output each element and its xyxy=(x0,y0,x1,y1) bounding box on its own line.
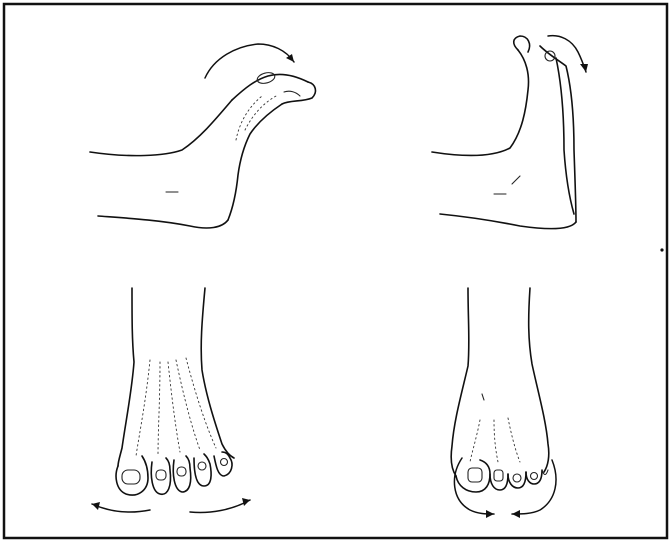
toe-3-nail xyxy=(177,467,186,476)
toe-2-nail xyxy=(156,470,166,480)
dorsum-mark xyxy=(482,394,484,400)
big-toe xyxy=(116,456,148,495)
curved-arrow-down xyxy=(548,36,586,72)
arrow-head-3 xyxy=(92,502,100,510)
toe-2-curl-nail xyxy=(494,470,503,481)
tendon-5 xyxy=(186,358,216,448)
toe-hook xyxy=(514,36,530,52)
toe-5 xyxy=(214,452,232,476)
tendon-2 xyxy=(158,362,160,456)
ankle-mark-2 xyxy=(512,176,520,184)
arrow-spread-right xyxy=(190,500,250,513)
tendon-1 xyxy=(136,360,150,456)
toe-3-curl-nail xyxy=(513,474,521,482)
arrow-head-4 xyxy=(242,498,250,506)
toe-3 xyxy=(173,456,190,492)
figure-border xyxy=(4,4,667,538)
tendon-line-2 xyxy=(245,96,276,130)
heel-contour-2 xyxy=(440,214,576,229)
toe-tip-contour xyxy=(282,82,315,104)
arrow-head-5 xyxy=(486,510,494,518)
leg-upper-contour xyxy=(90,100,232,156)
panel-toe-flexion-side xyxy=(432,36,664,252)
toe-knuckle xyxy=(545,51,555,61)
foot-sole-contour xyxy=(228,104,282,220)
tendon-4 xyxy=(176,360,200,450)
panel-toe-extension-side xyxy=(90,44,315,228)
foot-dorsum-contour xyxy=(232,74,308,100)
curved-arrow-up xyxy=(205,44,294,78)
foot-left-contour xyxy=(118,288,134,466)
big-toe-nail xyxy=(256,71,276,85)
stray-dot xyxy=(660,248,663,251)
toe-crease xyxy=(284,91,300,96)
big-toe-nail-top xyxy=(122,470,140,484)
arrow-head-6 xyxy=(512,510,520,518)
foot-left-contour-2 xyxy=(451,288,469,476)
leg-upper-contour-2 xyxy=(432,50,529,155)
big-toe-2 xyxy=(456,460,490,492)
tendon-curl-1 xyxy=(470,420,480,462)
toe-4-curl-nail xyxy=(531,473,538,480)
arrow-curl-right xyxy=(512,460,556,514)
toe-5-nail xyxy=(221,459,228,466)
foot-right-contour-2 xyxy=(529,288,549,472)
toe-2-curl xyxy=(490,474,508,490)
foot-right-contour xyxy=(201,288,234,458)
tendon-curl-2 xyxy=(494,420,498,462)
toe-2 xyxy=(151,458,170,494)
heel-contour xyxy=(98,216,228,228)
tendon-line xyxy=(236,96,262,140)
arrow-head-2 xyxy=(580,64,588,72)
panel-toe-spread-top xyxy=(92,288,250,513)
panel-toe-curl-top xyxy=(451,288,556,518)
tendon-3 xyxy=(168,362,180,452)
tendon-curl-3 xyxy=(508,418,520,462)
toe-4-nail xyxy=(198,462,206,470)
foot-inner-contour xyxy=(556,58,574,214)
big-toe-nail-2 xyxy=(468,468,482,482)
arrow-spread-left xyxy=(92,504,150,512)
